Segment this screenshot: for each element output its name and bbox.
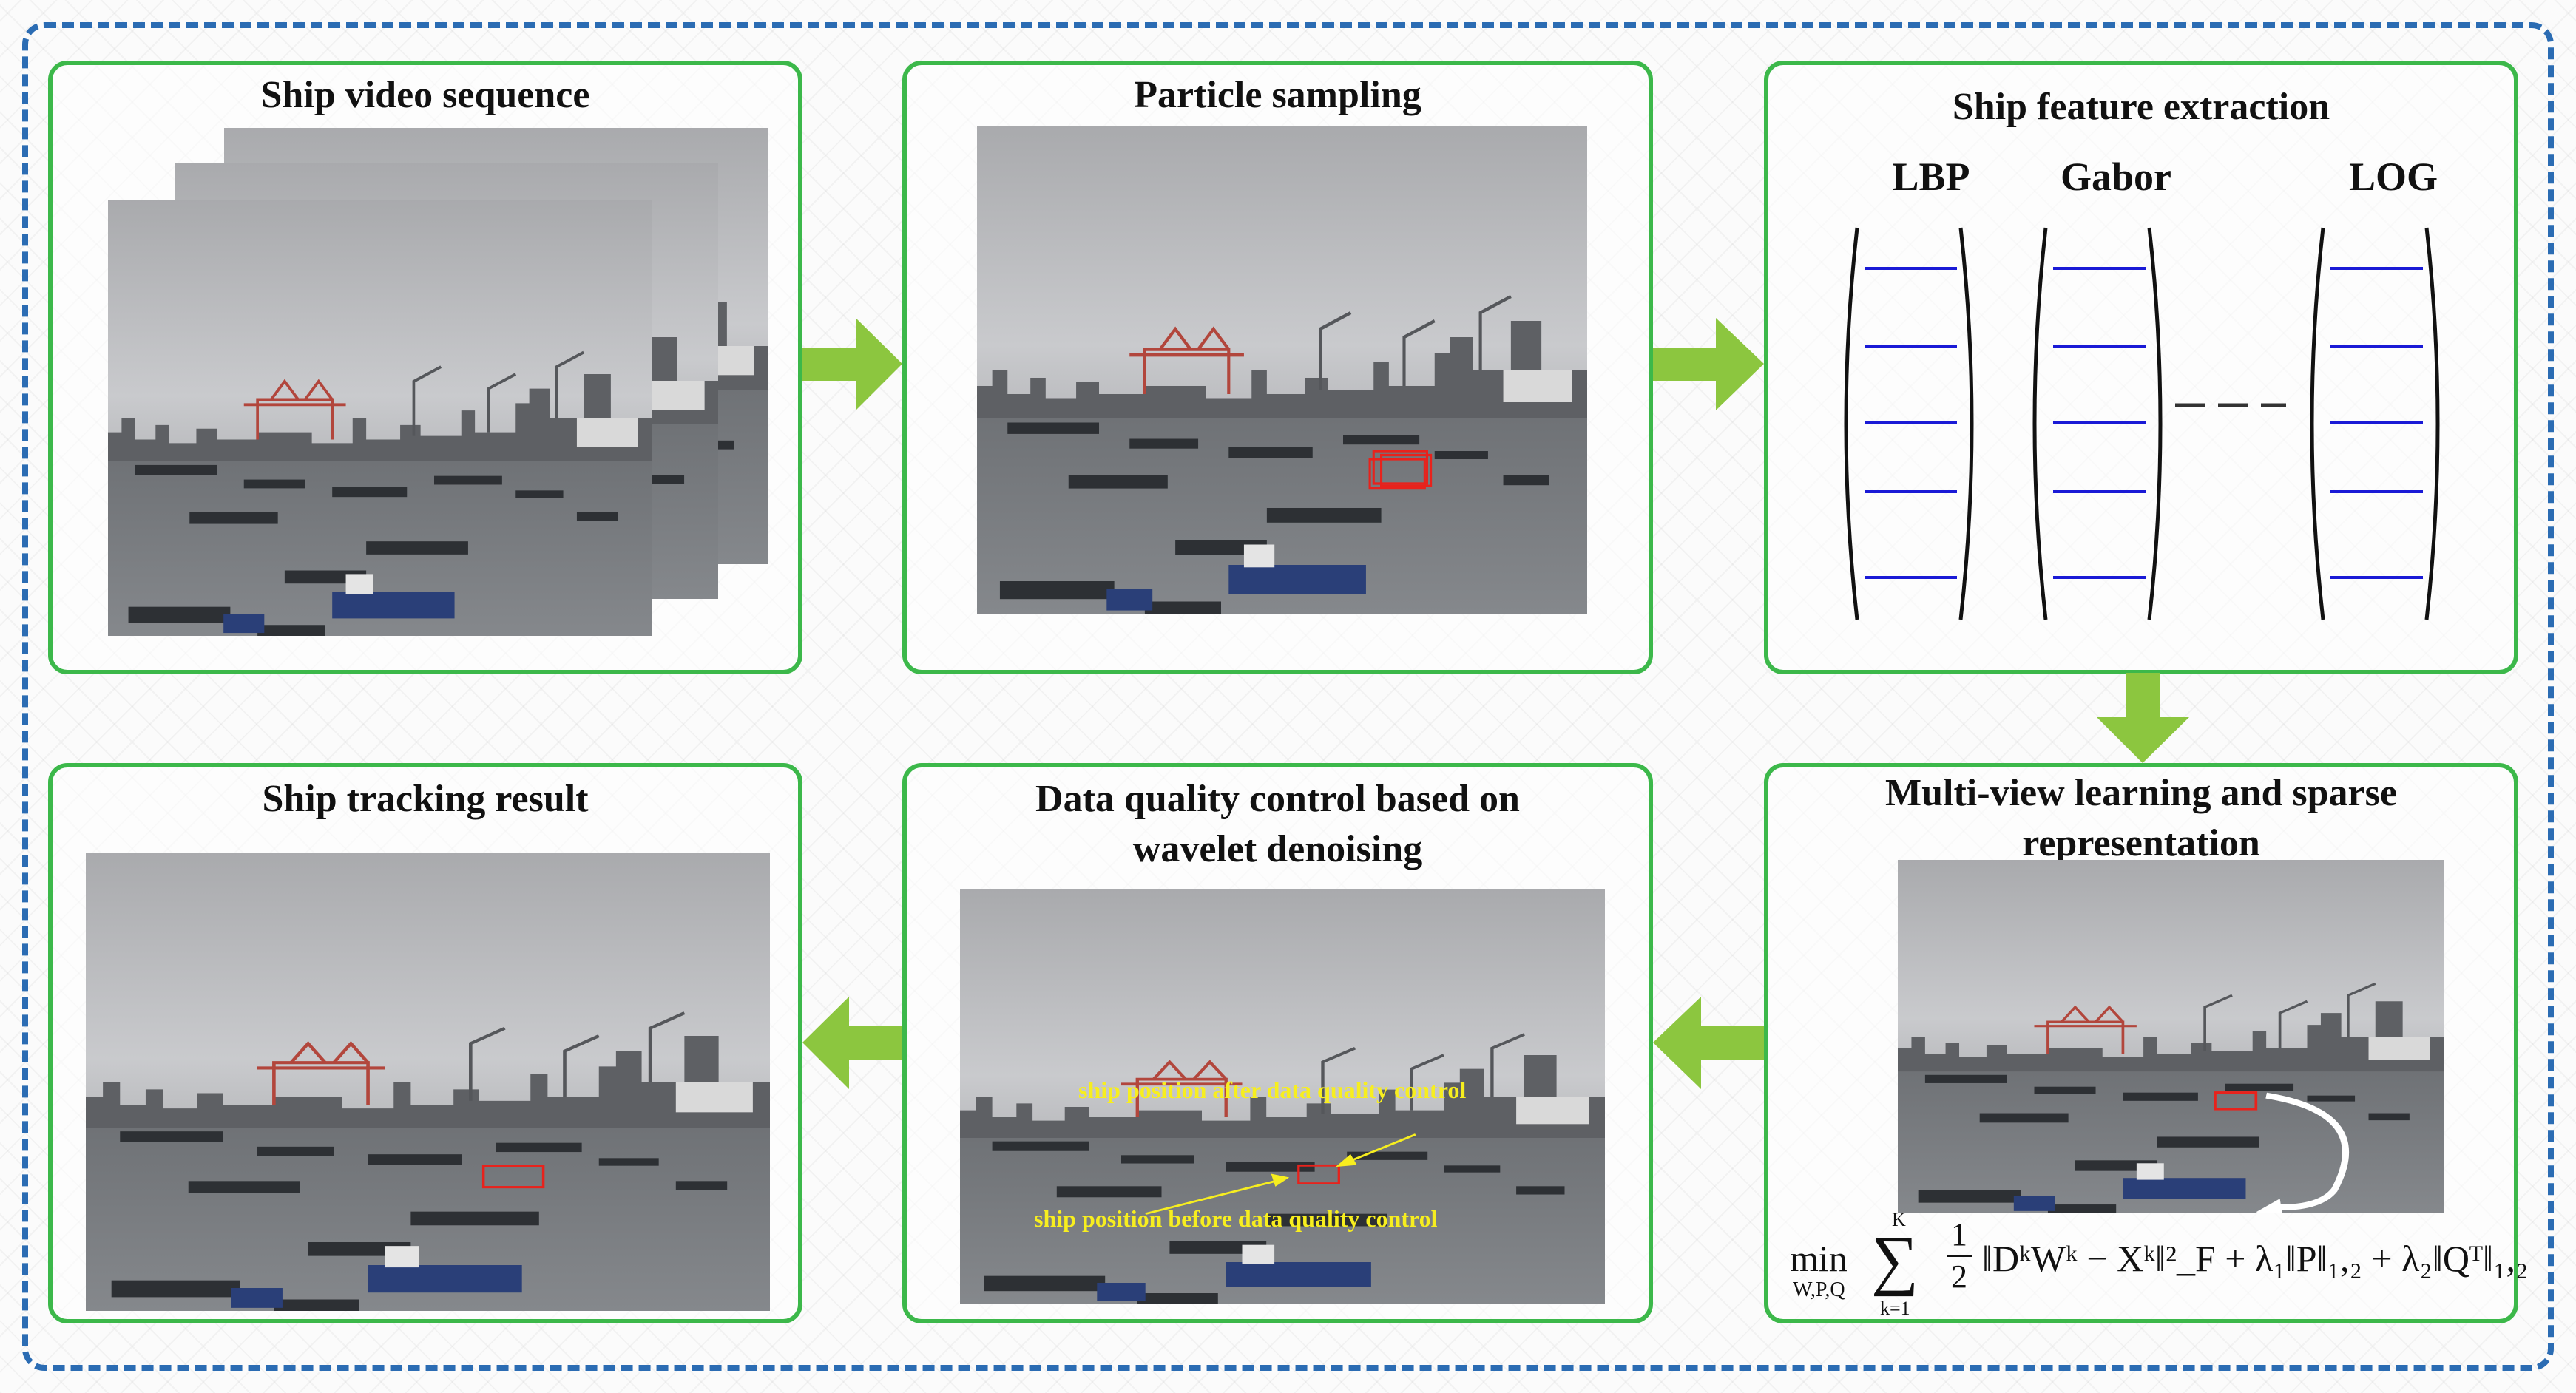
- panel-title: Particle sampling: [1134, 74, 1421, 116]
- panel-title: Ship feature extraction: [1952, 86, 2330, 128]
- panel-quality-control: Data quality control based on wavelet de…: [902, 763, 1653, 1323]
- arrow-down: [2097, 673, 2189, 763]
- multiview-image: [1898, 860, 2444, 1213]
- formula-min-text: min: [1790, 1238, 1848, 1279]
- annotation-after-qc: ship position after data quality control: [1078, 1077, 1467, 1103]
- formula-sum-top: K: [1892, 1209, 1906, 1230]
- arrow-left-1: [1653, 997, 1764, 1089]
- formula-min: min W,P,Q: [1790, 1237, 1848, 1301]
- objective-formula: min W,P,Q K ∑ k=1 1 2 ‖DᵏWᵏ − Xᵏ‖²_F + λ…: [1782, 1209, 2528, 1327]
- arrow-right-1: [802, 318, 902, 410]
- particle-sampling-image: [977, 126, 1587, 614]
- particle-box: [1368, 458, 1426, 490]
- feature-vector-gabor: [2024, 224, 2171, 623]
- panel-multiview-learning: Multi-view learning and sparse represent…: [1764, 763, 2518, 1323]
- formula-fraction: 1 2: [1947, 1216, 1972, 1295]
- video-frame-front: [108, 200, 652, 636]
- tracking-bbox: [481, 1165, 545, 1189]
- multiview-bbox: [2214, 1091, 2258, 1111]
- formula-sum-symbol: ∑: [1871, 1224, 1919, 1297]
- feature-label-gabor: Gabor: [2060, 155, 2171, 199]
- panel-particle-sampling: Particle sampling: [902, 61, 1653, 674]
- curved-arrow: [2265, 1092, 2350, 1211]
- panel-title: Ship tracking result: [262, 778, 589, 820]
- feature-vector-lbp: [1835, 224, 1983, 623]
- panel-feature-extraction: Ship feature extraction LBP Gabor LOG: [1764, 61, 2518, 674]
- quality-control-image: [960, 889, 1605, 1304]
- outer-frame: [22, 22, 2554, 1371]
- particle-box: [1380, 453, 1433, 487]
- annotation-before-qc: ship position before data quality contro…: [1034, 1205, 1438, 1232]
- formula-body: ‖DᵏWᵏ − Xᵏ‖²_F + λ₁‖P‖₁,₂ + λ₂‖Qᵀ‖₁,₂: [1982, 1238, 2529, 1279]
- panel-tracking-result: Ship tracking result: [48, 763, 802, 1323]
- panel-video-sequence: Ship video sequence: [48, 61, 802, 674]
- feature-label-log: LOG: [2348, 155, 2438, 199]
- panel-title-line1: Multi-view learning and sparse: [1885, 772, 2397, 814]
- formula-sum-bottom: k=1: [1880, 1298, 1910, 1319]
- tracking-result-image: [86, 853, 770, 1311]
- feature-label-lbp: LBP: [1892, 155, 1970, 199]
- panel-title-line2: representation: [2022, 822, 2260, 864]
- formula-frac-den: 2: [1951, 1258, 1967, 1295]
- panel-title: Ship video sequence: [260, 74, 590, 116]
- formula-min-sub: W,P,Q: [1793, 1278, 1845, 1301]
- annotation-arrow-before: [1145, 1178, 1283, 1216]
- formula-frac-num: 1: [1951, 1216, 1967, 1253]
- arrow-right-2: [1653, 318, 1764, 410]
- panel-title-line2: wavelet denoising: [1132, 828, 1423, 870]
- quality-bbox: [1297, 1164, 1340, 1184]
- panel-title-line1: Data quality control based on: [1035, 778, 1520, 820]
- vector-ellipsis-dashes: [2175, 398, 2286, 413]
- particle-box: [1372, 450, 1428, 485]
- feature-vector-log: [2301, 224, 2449, 623]
- arrow-left-2: [802, 997, 902, 1089]
